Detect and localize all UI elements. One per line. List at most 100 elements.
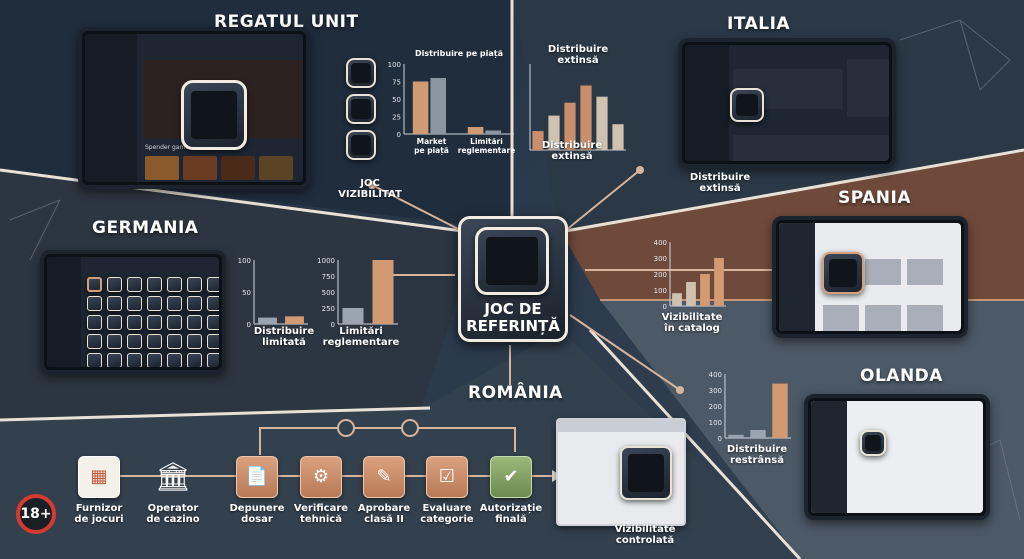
flow-step-label: Depunere dosar bbox=[229, 503, 285, 525]
bar bbox=[430, 78, 446, 134]
tick-label: 100 bbox=[709, 419, 722, 427]
flow-step-7[interactable]: ✔ bbox=[490, 456, 532, 498]
flow-step-3[interactable]: 📄 bbox=[236, 456, 278, 498]
connector-line bbox=[371, 184, 471, 236]
tick-label: 200 bbox=[709, 403, 722, 411]
reference-game-card[interactable]: JOC DE REFERINȚĂ bbox=[458, 216, 568, 342]
italy-game-tile[interactable] bbox=[730, 88, 764, 122]
germany-tablet bbox=[40, 250, 226, 374]
germany-game-tile[interactable] bbox=[127, 334, 142, 349]
catalog-item[interactable] bbox=[865, 259, 901, 285]
germany-game-tile[interactable] bbox=[107, 296, 122, 311]
germany-game-tile[interactable] bbox=[147, 353, 162, 367]
flow-step-label: Operator de cazino bbox=[146, 503, 200, 525]
game-thumb[interactable] bbox=[259, 156, 293, 180]
germany-game-tile[interactable] bbox=[147, 296, 162, 311]
germany-game-tile[interactable] bbox=[127, 315, 142, 330]
bar bbox=[700, 274, 710, 306]
germany-game-tile[interactable] bbox=[107, 334, 122, 349]
germany-game-tile[interactable] bbox=[207, 296, 219, 311]
catalog-item[interactable] bbox=[907, 259, 943, 285]
germany-game-tile[interactable] bbox=[207, 334, 219, 349]
italy-tablet-screen bbox=[685, 45, 889, 161]
germany-game-tile[interactable] bbox=[167, 353, 182, 367]
germany-game-tile[interactable] bbox=[207, 315, 219, 330]
tick-label: 500 bbox=[322, 289, 335, 297]
flow-step-label: Furnizor de jocuri bbox=[74, 503, 124, 525]
germany-game-tile[interactable] bbox=[147, 334, 162, 349]
tick-label: 75 bbox=[392, 79, 401, 87]
germany-game-tile[interactable] bbox=[87, 315, 102, 330]
germany-game-tile[interactable] bbox=[127, 296, 142, 311]
netherlands-game-tile[interactable] bbox=[860, 430, 886, 456]
flow-step-4[interactable]: ⚙ bbox=[300, 456, 342, 498]
connector-line bbox=[559, 169, 641, 236]
catalog-item[interactable] bbox=[907, 305, 943, 331]
germany-game-tile[interactable] bbox=[167, 277, 182, 292]
germany-game-tile[interactable] bbox=[127, 353, 142, 367]
germany-game-tile[interactable] bbox=[167, 315, 182, 330]
game-thumb[interactable] bbox=[145, 156, 179, 180]
germany-game-tile[interactable] bbox=[147, 315, 162, 330]
germany-game-tile[interactable] bbox=[187, 315, 202, 330]
tick-label: 0 bbox=[397, 131, 401, 139]
romania-game-tile[interactable] bbox=[620, 446, 672, 500]
germany-game-tile[interactable] bbox=[187, 334, 202, 349]
tick-label: 0 bbox=[718, 435, 722, 443]
spain-game-tile[interactable] bbox=[822, 252, 864, 294]
category-label: reglementare bbox=[458, 146, 515, 155]
germany-game-tile[interactable] bbox=[107, 315, 122, 330]
bank-building-icon: 🏛 bbox=[155, 460, 191, 493]
germany-game-tile[interactable] bbox=[167, 334, 182, 349]
game-thumb[interactable] bbox=[183, 156, 217, 180]
bar bbox=[564, 102, 576, 150]
tick-label: 750 bbox=[322, 273, 335, 281]
uk-sidebar bbox=[85, 34, 137, 182]
checklist-icon: ☑ bbox=[438, 466, 456, 487]
germany-game-tile[interactable] bbox=[207, 353, 219, 367]
germany-game-tile[interactable] bbox=[107, 277, 122, 292]
flow-step-5[interactable]: ✎ bbox=[363, 456, 405, 498]
romania-result-caption: Vizibilitate controlată bbox=[614, 524, 676, 546]
reference-label-line2: REFERINȚĂ bbox=[466, 317, 560, 335]
uk-featured-game-tile[interactable] bbox=[181, 80, 247, 150]
italy-side-panel bbox=[847, 59, 889, 117]
flow-step-2[interactable]: 🏛 bbox=[152, 456, 194, 498]
uk-game-tile[interactable] bbox=[346, 58, 376, 88]
tick-label: 400 bbox=[654, 239, 667, 247]
divider-line bbox=[0, 406, 431, 422]
germany-game-tile[interactable] bbox=[107, 353, 122, 367]
game-thumb[interactable] bbox=[221, 156, 255, 180]
flow-step-6[interactable]: ☑ bbox=[426, 456, 468, 498]
germany-game-tile[interactable] bbox=[87, 353, 102, 367]
germany-game-tile[interactable] bbox=[87, 277, 102, 292]
germany-game-tile[interactable] bbox=[167, 296, 182, 311]
catalog-item[interactable] bbox=[865, 305, 901, 331]
germany-game-tile[interactable] bbox=[187, 296, 202, 311]
germany-game-tile[interactable] bbox=[87, 334, 102, 349]
germany-game-tile[interactable] bbox=[87, 296, 102, 311]
connector-line bbox=[569, 314, 681, 391]
bar bbox=[772, 383, 788, 438]
bar bbox=[548, 115, 560, 150]
germany-game-tile[interactable] bbox=[187, 277, 202, 292]
uk-game-tile[interactable] bbox=[346, 130, 376, 160]
germany-game-tile[interactable] bbox=[127, 277, 142, 292]
bar bbox=[728, 434, 744, 438]
flow-step-1[interactable]: ▦ bbox=[78, 456, 120, 498]
tick-label: 250 bbox=[322, 305, 335, 313]
germany-game-tile[interactable] bbox=[147, 277, 162, 292]
italy-chart-title: Distribuire extinsă bbox=[547, 44, 609, 66]
catalog-item[interactable] bbox=[823, 305, 859, 331]
uk-game-tile[interactable] bbox=[346, 94, 376, 124]
germany-regulation-caption: Limitări reglementare bbox=[322, 326, 400, 348]
chart-title: Distribuire pe piață bbox=[415, 49, 503, 59]
germany-game-tile[interactable] bbox=[207, 277, 219, 292]
germany-game-tile[interactable] bbox=[187, 353, 202, 367]
